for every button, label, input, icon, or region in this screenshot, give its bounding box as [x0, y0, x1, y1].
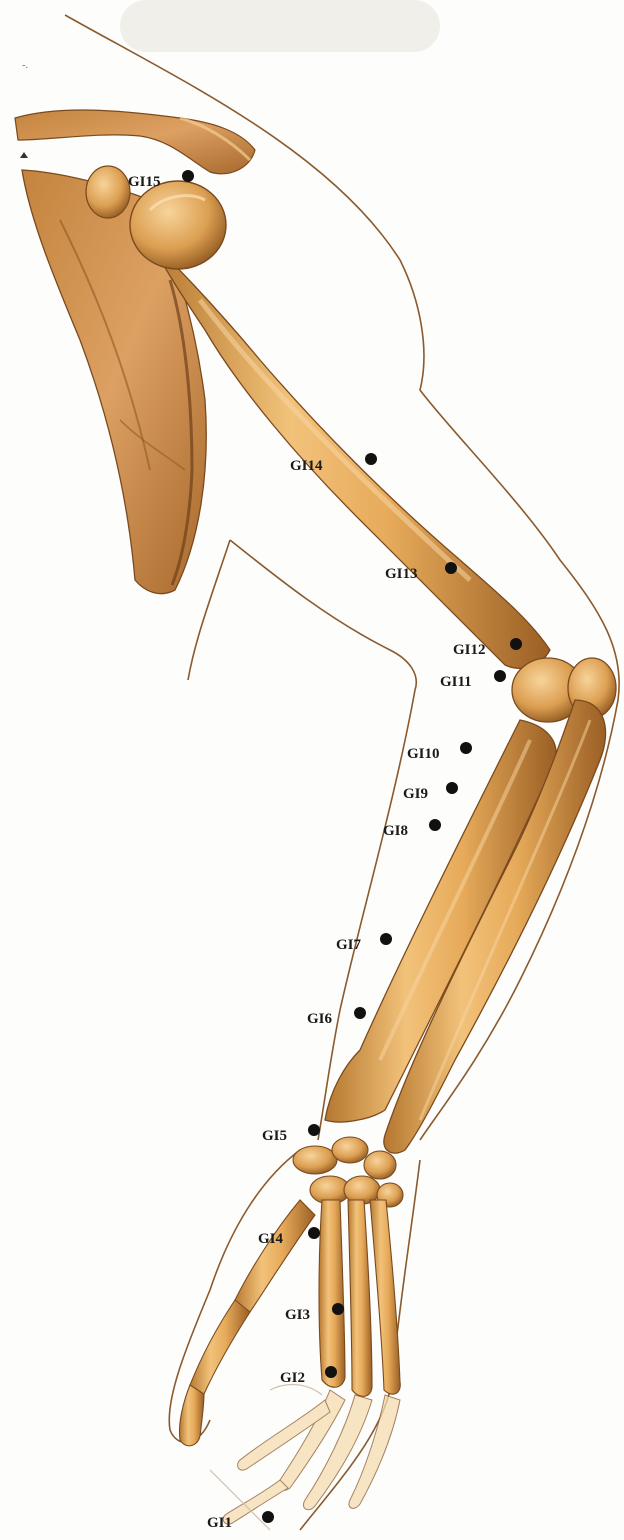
clavicle: [15, 110, 255, 174]
acupoint-label: GI5: [262, 1128, 287, 1144]
acupoint-dot: [308, 1124, 320, 1136]
acupoint-dot: [494, 670, 506, 682]
acupoint-label: GI8: [383, 823, 408, 839]
acupoint-dot: [308, 1227, 320, 1239]
acupoint-label: GI12: [453, 642, 486, 658]
acupoint-label: GI14: [290, 458, 323, 474]
acupoint-dot: [460, 742, 472, 754]
humeral-head: [130, 181, 226, 269]
acupoint-gi5: GI5: [262, 1124, 320, 1144]
humerus: [150, 240, 550, 668]
acupoint-gi7: GI7: [336, 933, 392, 953]
acupoint-gi11: GI11: [440, 670, 506, 690]
acupoint-dot: [325, 1366, 337, 1378]
acupoint-label: GI2: [280, 1370, 305, 1386]
acupoint-label: GI10: [407, 746, 440, 762]
faint-header-band: [120, 0, 440, 52]
acupoint-label: GI6: [307, 1011, 333, 1027]
acupoint-label: GI4: [258, 1231, 284, 1247]
acupoint-dot: [365, 453, 377, 465]
acupoint-dot: [429, 819, 441, 831]
acupoint-dot: [182, 170, 194, 182]
acupoint-gi10: GI10: [407, 742, 472, 762]
acupoint-gi9: GI9: [403, 782, 458, 802]
finger-bones: [223, 1390, 400, 1524]
acupoint-dot: [380, 933, 392, 945]
acupoint-label: GI7: [336, 937, 362, 953]
acupoint-dot: [446, 782, 458, 794]
acupoint-label: GI11: [440, 674, 472, 690]
acromion: [86, 166, 130, 218]
acupoint-dot: [262, 1511, 274, 1523]
acupoint-dot: [354, 1007, 366, 1019]
acupoint-label: GI9: [403, 786, 428, 802]
acupoint-label: GI15: [128, 174, 161, 190]
acupoint-label: GI13: [385, 566, 418, 582]
acupoint-dot: [445, 562, 457, 574]
acupoint-dot: [510, 638, 522, 650]
acupoint-label: GI3: [285, 1307, 310, 1323]
acupoint-gi8: GI8: [383, 819, 441, 839]
margin-mark: -.: [22, 59, 28, 71]
acupoint-label: GI1: [207, 1515, 232, 1531]
acupoint-dot: [332, 1303, 344, 1315]
arrow-marker: [20, 152, 28, 158]
